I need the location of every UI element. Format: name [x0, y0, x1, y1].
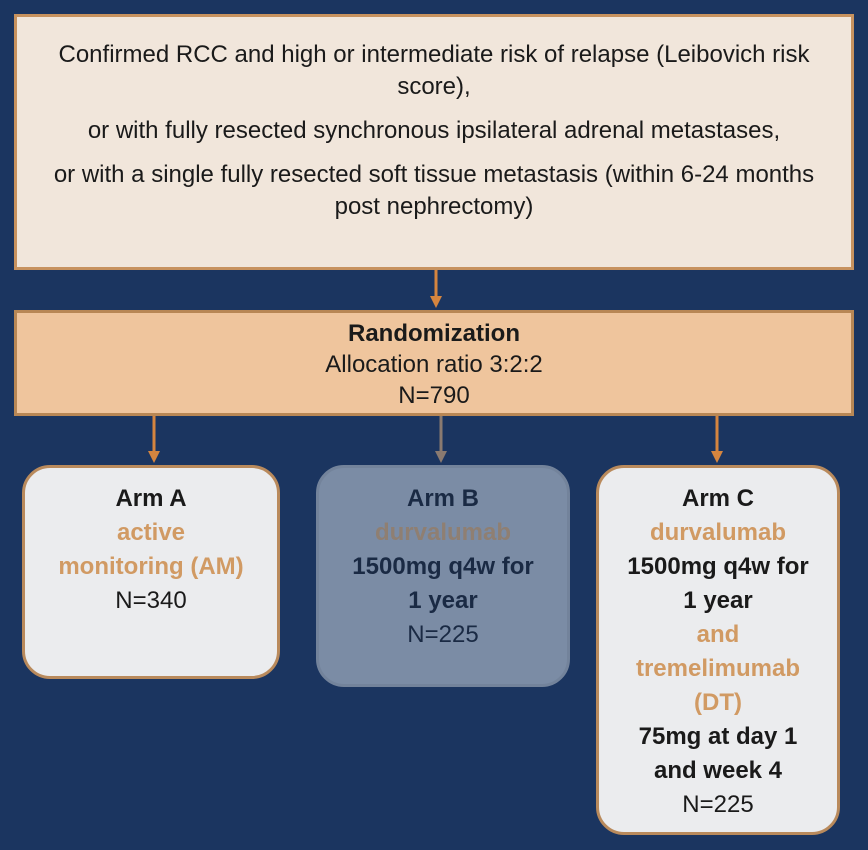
eligibility-criterion-1: Confirmed RCC and high or intermediate r… — [58, 41, 810, 100]
arm-c-box: Arm C durvalumab 1500mg q4w for 1 year a… — [596, 465, 840, 835]
arm-a-treatment-line2: monitoring (AM) — [58, 553, 244, 580]
arm-c-drug1: durvalumab — [649, 519, 787, 546]
arm-c-dose1-line1: 1500mg q4w for — [627, 553, 809, 580]
arm-a-box: Arm A active monitoring (AM) N=340 — [22, 465, 280, 679]
arm-b-title: Arm B — [406, 485, 479, 512]
eligibility-criterion-2: or with fully resected synchronous ipsil… — [87, 117, 781, 144]
arm-a-title: Arm A — [115, 485, 187, 512]
eligibility-criterion-3: or with a single fully resected soft tis… — [53, 161, 815, 220]
arm-b-box: Arm B durvalumab 1500mg q4w for 1 year N… — [316, 465, 570, 687]
arm-c-dose1-line2: 1 year — [683, 587, 753, 614]
arm-c-dose2-line1: 75mg at day 1 — [638, 723, 798, 750]
arm-b-dose-line2: 1 year — [408, 587, 478, 614]
arm-a-n: N=340 — [115, 587, 187, 614]
arm-c-conjunction: and — [696, 621, 740, 648]
randomization-title: Randomization — [348, 320, 520, 347]
arm-c-drug2: tremelimumab — [635, 655, 801, 682]
eligibility-criteria-box: Confirmed RCC and high or intermediate r… — [14, 14, 854, 270]
arm-b-drug: durvalumab — [374, 519, 512, 546]
arm-c-abbreviation: (DT) — [694, 689, 742, 716]
randomization-n: N=790 — [398, 382, 470, 409]
arm-b-n: N=225 — [407, 621, 479, 648]
arm-c-dose2-line2: and week 4 — [653, 757, 783, 784]
arm-b-dose-line1: 1500mg q4w for — [352, 553, 534, 580]
arm-c-n: N=225 — [682, 791, 754, 818]
arm-c-title: Arm C — [681, 485, 754, 512]
arm-a-treatment-line1: active — [116, 519, 186, 546]
randomization-box: Randomization Allocation ratio 3:2:2 N=7… — [14, 310, 854, 416]
allocation-ratio: Allocation ratio 3:2:2 — [325, 351, 543, 378]
